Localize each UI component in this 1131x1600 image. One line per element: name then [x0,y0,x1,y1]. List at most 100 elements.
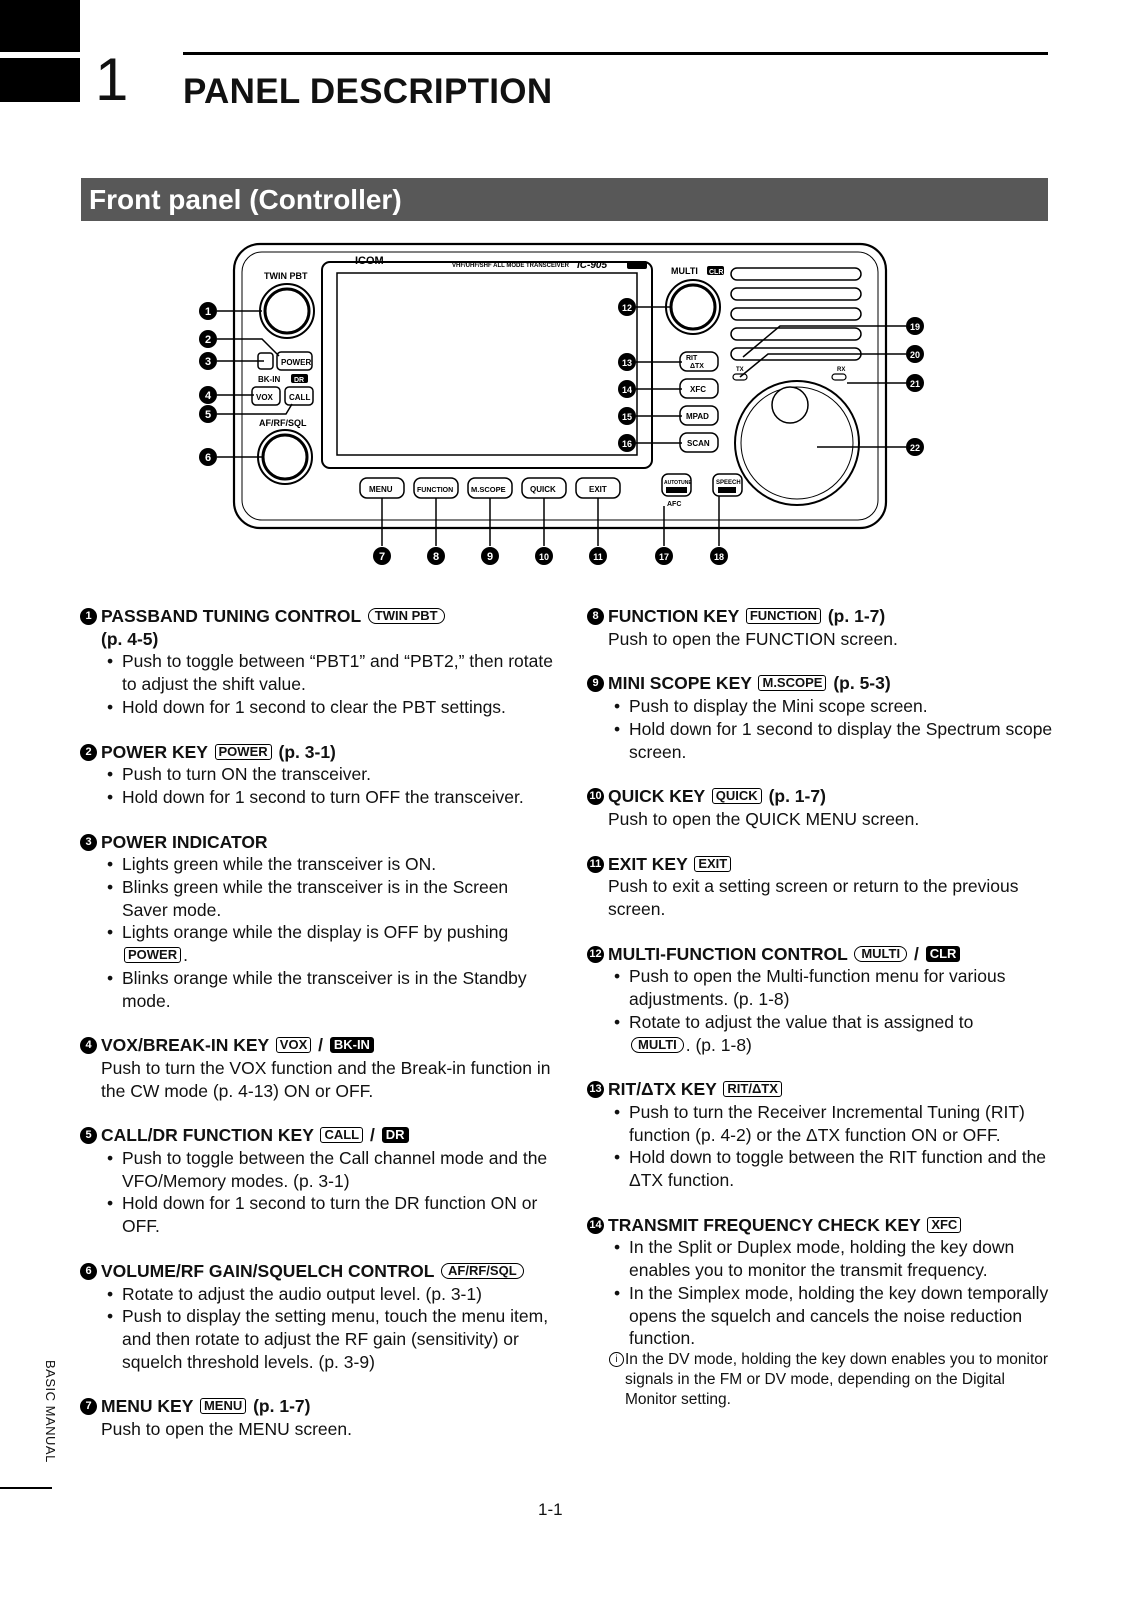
multi-key-label: MULTI [631,1036,684,1053]
svg-text:17: 17 [659,552,669,562]
svg-text:11: 11 [593,552,603,562]
item-number: 9 [587,675,604,693]
svg-text:RX: RX [837,367,845,373]
svg-text:6: 6 [205,452,211,464]
bullet: Push to turn ON the transceiver. [101,763,555,786]
item-13: 13 RIT/ΔTX KEY RIT/ΔTX Push to turn the … [587,1078,1057,1192]
svg-text:16: 16 [622,439,632,449]
exit-key-label: EXIT [694,855,732,872]
bk-in-key-label: BK-IN [329,1037,374,1054]
svg-text:QUICK: QUICK [530,485,556,494]
item-body: Push to turn the VOX function and the Br… [101,1057,551,1101]
call-key [284,386,314,406]
item-7: 7 MENU KEY MENU (p. 1-7) Push to open th… [80,1395,555,1440]
vox-key-label: VOX [275,1037,312,1054]
svg-text:1: 1 [205,306,211,318]
item-number: 6 [80,1262,97,1280]
call-key-label: CALL [320,1127,364,1144]
item-number: 5 [80,1127,97,1145]
item-number: 13 [587,1081,604,1099]
item-title: POWER KEY [101,741,208,762]
svg-text:22: 22 [910,443,920,453]
menu-key-label: MENU [199,1398,247,1415]
item-title: VOX/BREAK-IN KEY [101,1035,269,1056]
item-title: EXIT KEY [608,853,688,874]
item-number: 11 [587,855,604,873]
svg-text:15: 15 [622,412,632,422]
rit-key-label: RIT/ΔTX [723,1081,782,1098]
item-ref: (p. 4-5) [101,628,159,649]
svg-text:7: 7 [379,551,385,563]
item-body: Push to open the MENU screen. [101,1419,352,1440]
twin-pbt-label: TWIN PBT [264,271,308,281]
brand-logo: ICOM [355,255,384,267]
item-number: 1 [80,608,97,625]
svg-text:TX: TX [736,367,744,373]
bullet: Push to toggle between the Call channel … [101,1147,555,1192]
svg-text:M.SCOPE: M.SCOPE [471,485,506,494]
item-body: Push to open the FUNCTION screen. [608,628,898,649]
svg-text:9: 9 [487,551,493,563]
item-title: PASSBAND TUNING CONTROL [101,606,361,626]
item-number: 3 [80,833,97,851]
item-number: 14 [587,1216,604,1234]
info-note: i In the DV mode, holding the key down e… [587,1350,1057,1410]
item-title: POWER INDICATOR [101,831,268,852]
chapter-title: PANEL DESCRIPTION [183,72,553,111]
svg-text:ΔTX: ΔTX [690,363,704,370]
item-9: 9 MINI SCOPE KEY M.SCOPE (p. 5-3) Push t… [587,672,1057,763]
clr-key-label: CLR [925,945,961,962]
item-title: QUICK KEY [608,786,705,807]
svg-text:AFC: AFC [667,501,681,508]
bullet: Push to display the Mini scope screen. [608,695,1057,718]
svg-text:VOX: VOX [256,393,274,402]
chapter-tab-top [0,0,80,52]
bullet: Hold down to toggle between the RIT func… [608,1146,1057,1191]
speaker-grille [730,267,862,361]
section-title: Front panel (Controller) [81,178,1048,221]
rx-indicator [831,373,847,381]
xfc-key-label: XFC [927,1216,962,1233]
af-rf-sql-key-label: AF/RF/SQL [441,1262,524,1279]
power-key-label: POWER [124,947,182,964]
bullet: Blinks orange while the transceiver is i… [101,967,555,1012]
item-body: Push to exit a setting screen or return … [608,876,1019,920]
svg-text:RIT: RIT [686,355,698,362]
bullet: Hold down for 1 second to turn OFF the t… [101,786,555,809]
svg-text:FUNCTION: FUNCTION [417,487,453,494]
bullet: Lights orange while the display is OFF b… [101,921,555,966]
item-title: TRANSMIT FREQUENCY CHECK KEY [608,1214,921,1235]
m-scope-key-label: M.SCOPE [758,675,827,692]
svg-text:21: 21 [910,379,920,389]
left-column: 1 PASSBAND TUNING CONTROL TWIN PBT (p. 4… [80,605,555,1463]
svg-text:4: 4 [205,390,212,402]
item-12: 12 MULTI-FUNCTION CONTROL MULTI / CLR Pu… [587,943,1057,1057]
chapter-tab-bottom [0,58,80,102]
item-4: 4 VOX/BREAK-IN KEY VOX / BK-IN Push to t… [80,1034,555,1102]
item-title: MULTI-FUNCTION CONTROL [608,943,848,964]
dr-key-label: DR [381,1127,409,1144]
svg-text:AUTOTUNE: AUTOTUNE [664,480,692,486]
svg-text:SCAN: SCAN [687,439,710,448]
item-6: 6 VOLUME/RF GAIN/SQUELCH CONTROL AF/RF/S… [80,1260,555,1374]
bullet: Push to display the setting menu, touch … [101,1305,555,1373]
bullet: Lights green while the transceiver is ON… [101,853,555,876]
front-panel-diagram: ICOM VHF/UHF/SHF ALL MODE TRANSCEIVER IC… [199,242,924,565]
model-line: VHF/UHF/SHF ALL MODE TRANSCEIVER [452,263,570,269]
svg-text:MENU: MENU [369,485,393,494]
svg-text:14: 14 [622,385,632,395]
bottom-keys: MENU FUNCTION M.SCOPE QUICK EXIT [359,477,621,499]
svg-text:AF/RF/SQL: AF/RF/SQL [259,418,307,428]
item-title: CALL/DR FUNCTION KEY [101,1125,314,1146]
bullet: Push to toggle between “PBT1” and “PBT2,… [101,650,555,695]
model-name: IC-905 [577,260,607,271]
item-11: 11 EXIT KEY EXIT Push to exit a setting … [587,853,1057,921]
bullet: Hold down for 1 second to clear the PBT … [101,696,555,719]
item-number: 12 [587,945,604,963]
page-number: 1-1 [538,1500,563,1519]
info-icon: i [609,1351,624,1367]
item-number: 10 [587,788,604,806]
multi-key-label: MULTI [854,945,908,962]
svg-text:MULTI: MULTI [671,266,698,276]
svg-text:12: 12 [622,303,632,313]
